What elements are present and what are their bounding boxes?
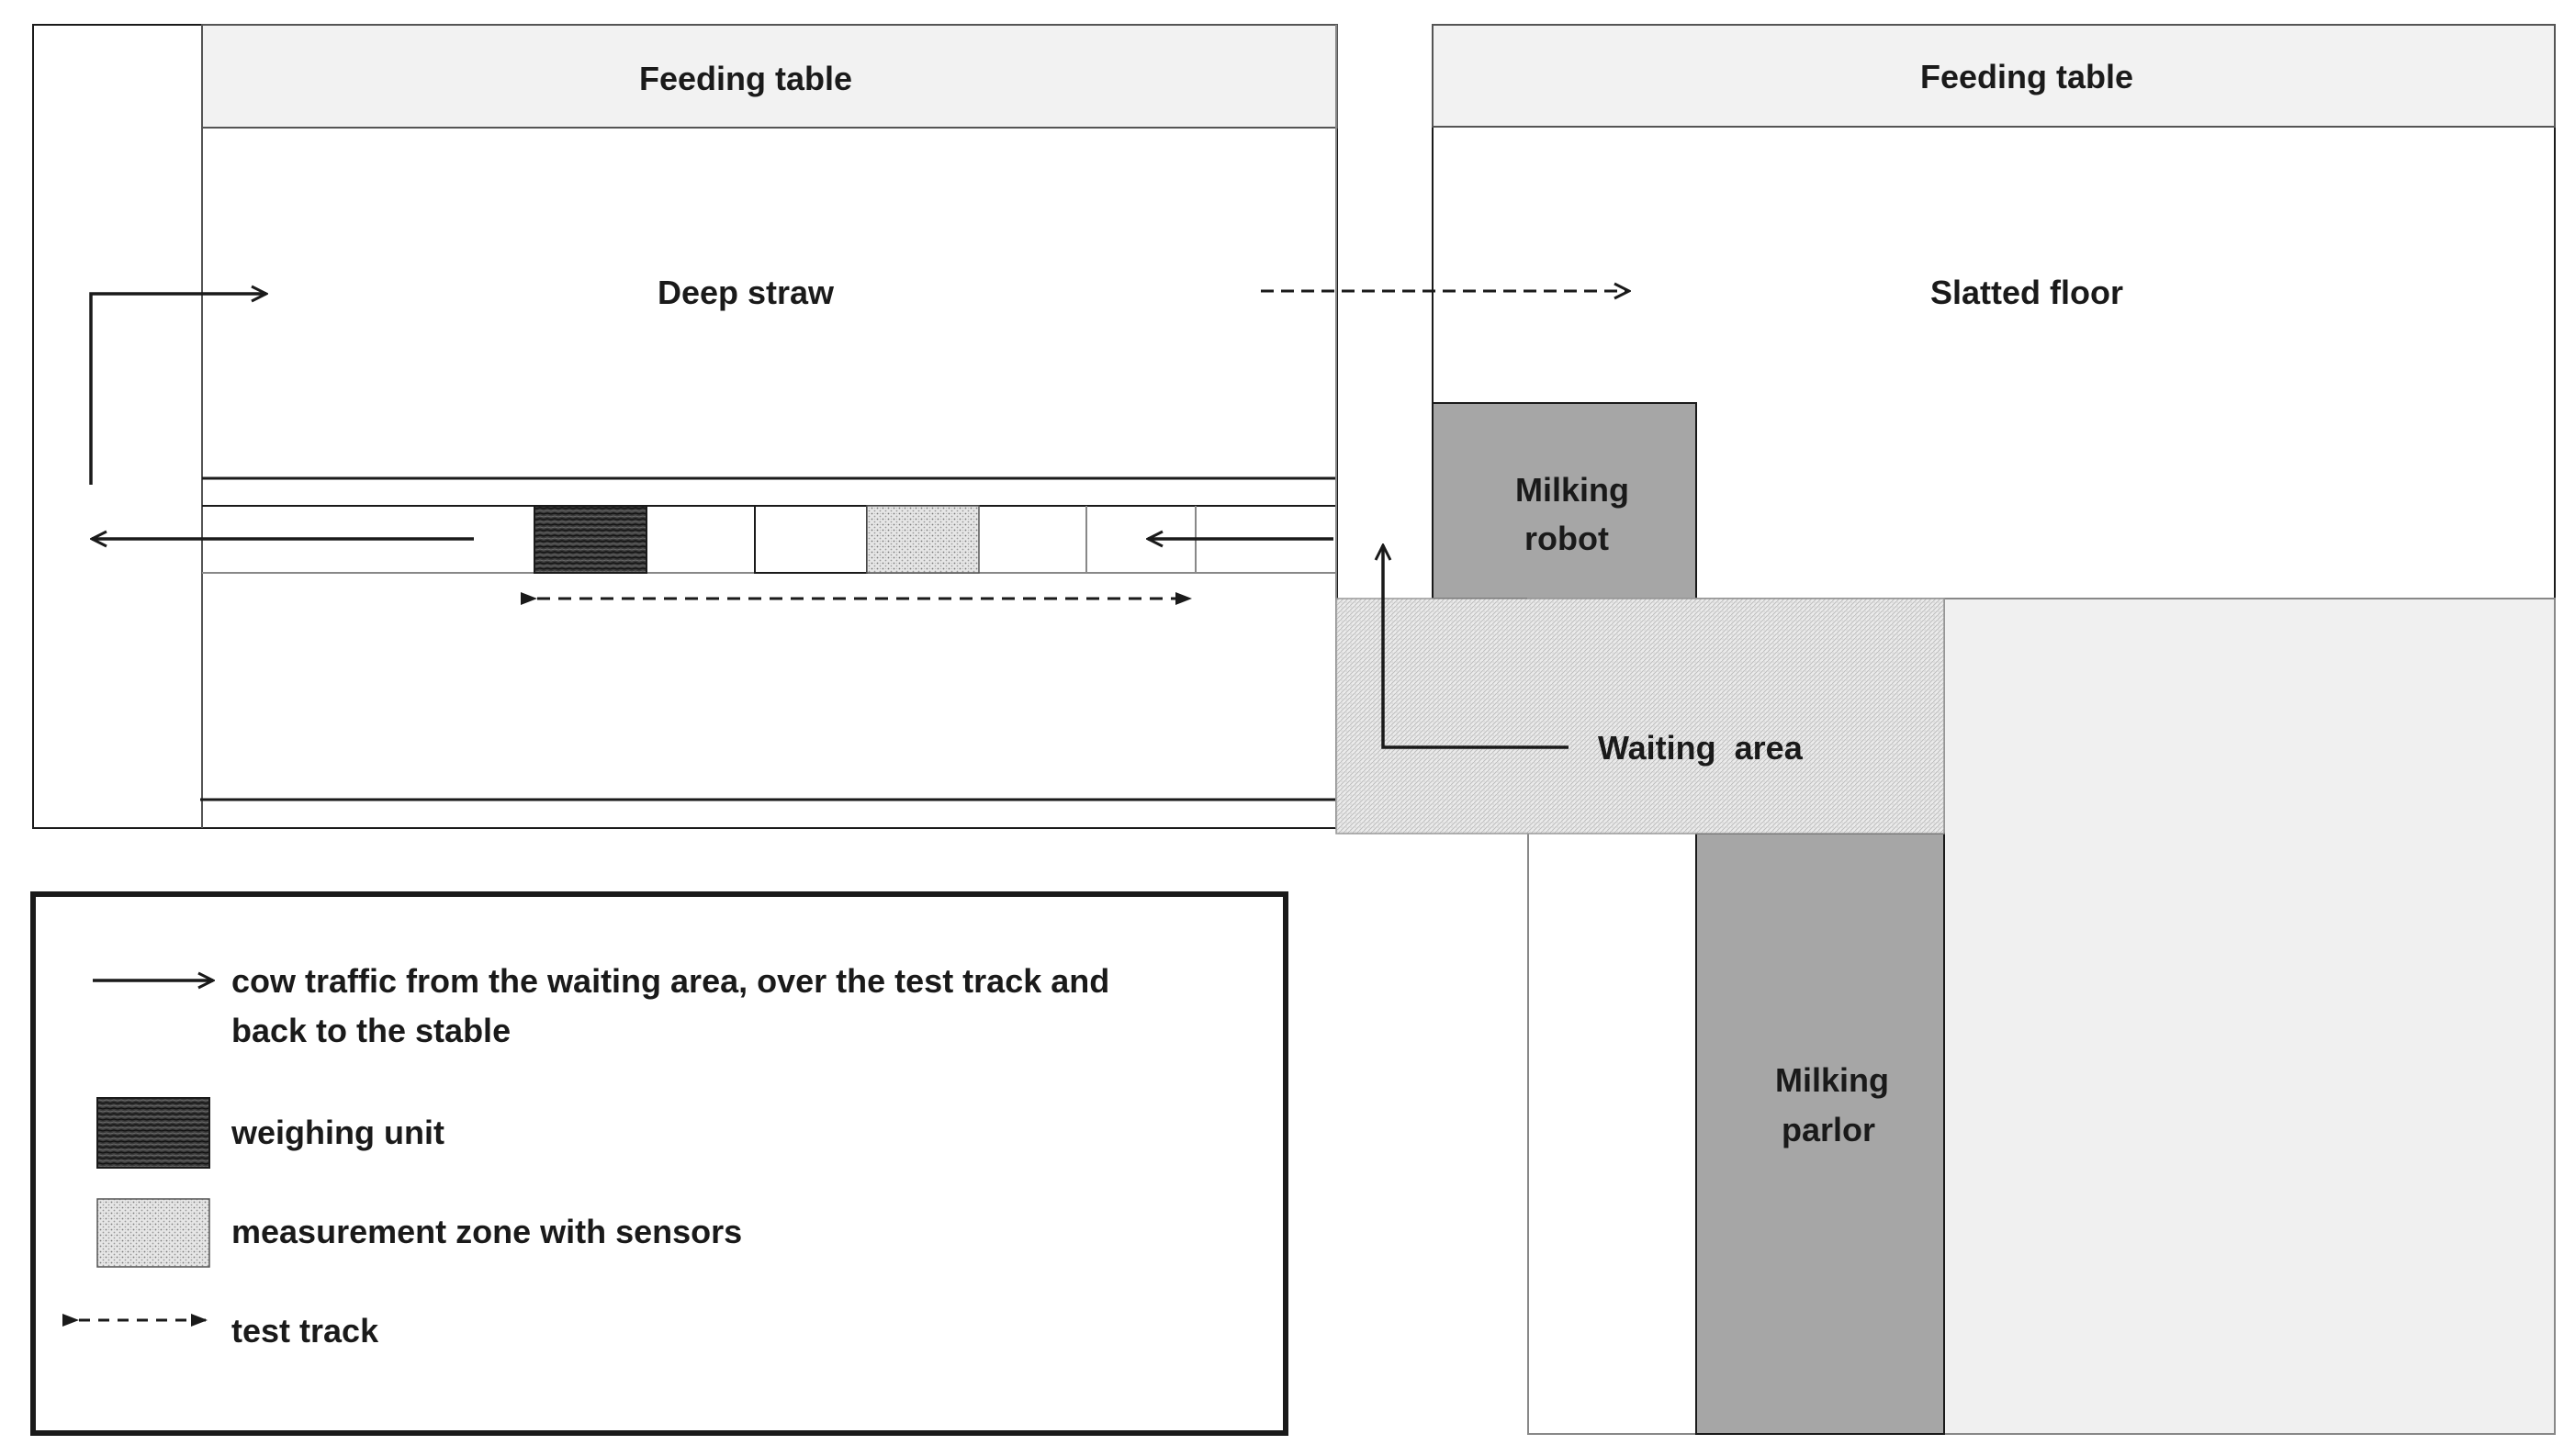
legend-test-track: test track: [231, 1312, 379, 1350]
left-barn-outline: [32, 24, 1338, 829]
right-feeding-table: [1432, 24, 2556, 128]
left-feeding-table: [201, 24, 1338, 129]
milking-parlor-label-line2: parlor: [1782, 1111, 1875, 1148]
parlor-area: [1527, 598, 2556, 1435]
cow-traffic-arrow-return: [89, 294, 266, 485]
milking-robot: [1432, 402, 1697, 599]
legend-weighing-unit: weighing unit: [231, 1114, 444, 1151]
legend-box: [30, 891, 1288, 1436]
track-measurement-zone: [866, 505, 980, 574]
legend-cow-traffic-line2: back to the stable: [231, 1012, 511, 1049]
slatted-floor-label: Slatted floor: [1930, 274, 2123, 311]
traffic-arrows: [89, 291, 1629, 749]
legend-weighing-swatch: [96, 1097, 210, 1169]
feeding-table-right-label: Feeding table: [1920, 58, 2133, 95]
cow-traffic-arrow-waiting: [1383, 545, 1569, 749]
waiting-area: [1335, 598, 1945, 834]
track-segment: [754, 505, 868, 574]
track-weighing-unit: [534, 505, 647, 574]
legend: cow traffic from the waiting area, over …: [30, 891, 1288, 1436]
legend-cow-traffic-line1: cow traffic from the waiting area, over …: [231, 962, 1109, 1000]
milking-robot-label-line2: robot: [1524, 520, 1609, 557]
right-barn: [1432, 24, 2556, 599]
feeding-table-left-label: Feeding table: [639, 60, 852, 97]
waiting-area-label: Waiting area: [1598, 729, 1804, 767]
deep-straw-label: Deep straw: [658, 274, 835, 311]
parlor-gray-zone: [1943, 598, 2556, 1435]
milking-robot-label-line1: Milking: [1515, 471, 1629, 509]
milking-parlor-label-line1: Milking: [1775, 1061, 1889, 1099]
left-barn: [32, 24, 1338, 829]
legend-measurement-swatch: [96, 1198, 210, 1268]
legend-measurement-zone: measurement zone with sensors: [231, 1213, 742, 1250]
